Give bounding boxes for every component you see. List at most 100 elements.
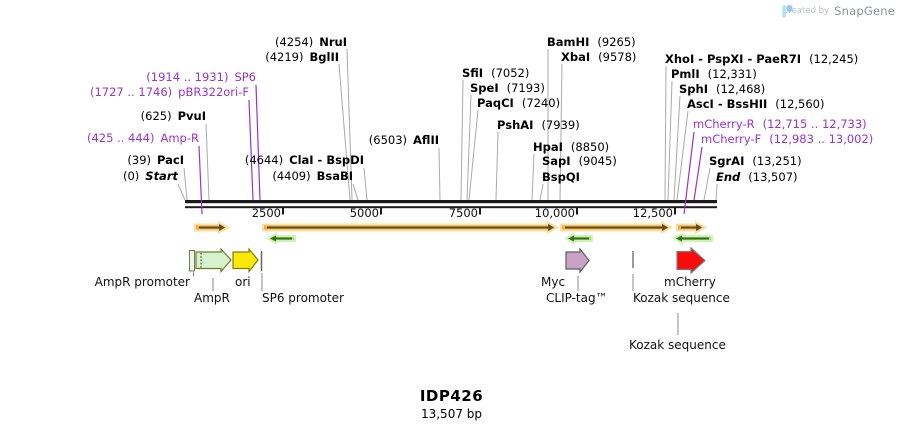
site-pos: (1727 .. 1746) — [90, 85, 173, 99]
site-name: End — [716, 170, 741, 184]
site-label-clai-bspdi[interactable]: (4644) ClaI - BspDI — [245, 154, 364, 167]
site-pos: (0) — [122, 169, 140, 183]
site-name: PacI — [157, 153, 184, 167]
site-pos: (4409) — [272, 169, 311, 183]
site-label-pmli[interactable]: PmlI(12,331) — [671, 68, 757, 81]
site-label-hpai[interactable]: HpaI(8850) — [533, 141, 609, 154]
site-name: NruI — [319, 35, 347, 49]
site-name: BglII — [309, 50, 340, 64]
orf-arrows-forward[interactable] — [194, 220, 708, 235]
site-label-bsabi[interactable]: (4409)BsaBI — [272, 170, 353, 183]
map-backbone — [185, 200, 717, 209]
orf-arrow-rev-3[interactable] — [671, 232, 713, 245]
site-label-mcherry-f[interactable]: mCherry-F(12,983 .. 13,002) — [701, 133, 873, 146]
site-name: BamHI — [547, 35, 590, 49]
ruler-ticks — [282, 208, 676, 215]
site-label-amp-r[interactable]: (425 .. 444) Amp-R — [87, 132, 199, 145]
site-name: XhoI - PspXI - PaeR7I — [665, 52, 802, 66]
site-name: PaqCI — [477, 96, 514, 110]
site-pos: (425 .. 444) — [86, 131, 155, 145]
site-pos: (12,245) — [809, 52, 859, 66]
site-label-sgrai[interactable]: SgrAI(13,251) — [709, 155, 802, 168]
ruler-tick-10000: 10,000 — [534, 206, 575, 220]
site-label-sfii[interactable]: SfiI (7052) — [462, 67, 529, 80]
site-name: BspQI — [542, 170, 580, 184]
ruler-tick-2500: 2500 — [251, 206, 281, 220]
site-name: Amp-R — [160, 131, 199, 145]
feature-label-myc[interactable]: Myc — [541, 275, 566, 289]
feature-label-kozak[interactable]: Kozak sequence — [633, 291, 730, 305]
site-label-nrui[interactable]: (4254) NruI — [275, 36, 347, 49]
site-label-pshai[interactable]: PshAI (7939) — [497, 119, 580, 132]
site-label-sapi[interactable]: SapI(9045) — [542, 155, 617, 168]
orf-arrow-4[interactable] — [676, 220, 708, 235]
site-leader-lines — [177, 48, 718, 201]
site-name: SP6 — [234, 70, 256, 84]
site-pos: (13,251) — [752, 154, 802, 168]
feature-ampr-promoter-box[interactable] — [189, 250, 195, 272]
site-pos: (4219) — [265, 50, 304, 64]
site-label-asci-bsshii[interactable]: AscI - BssHII(12,560) — [687, 98, 824, 111]
orf-arrow-2[interactable] — [262, 220, 560, 235]
feature-label-sp6-promoter[interactable]: SP6 promoter — [262, 291, 344, 305]
site-label-paci[interactable]: (39)PacI — [127, 154, 184, 167]
site-label-sphi[interactable]: SphI(12,468) — [679, 83, 765, 96]
site-name: ClaI - BspDI — [289, 153, 364, 167]
site-name: HpaI — [533, 140, 563, 154]
site-label-bamhi[interactable]: BamHI (9265) — [547, 36, 636, 49]
site-name: Start — [145, 169, 178, 183]
orf-arrow-3[interactable] — [560, 220, 674, 235]
feature-label-ticks — [193, 272, 679, 335]
feature-ampr-arrow[interactable] — [195, 247, 232, 274]
site-label-mcherry-r[interactable]: mCherry-R(12,715 .. 12,733) — [693, 118, 867, 131]
site-name: PshAI — [497, 118, 534, 132]
feature-label-kozak-2[interactable]: Kozak sequence — [629, 338, 726, 352]
feature-label-ampr-promoter[interactable]: AmpR promoter — [94, 275, 190, 289]
site-name: XbaI — [561, 50, 591, 64]
feature-label-mcherry[interactable]: mCherry — [664, 275, 716, 289]
feature-mcherry-arrow[interactable] — [676, 246, 706, 275]
site-label-paqci[interactable]: PaqCI(7240) — [477, 97, 560, 110]
site-label-bspqi[interactable]: BspQI — [542, 171, 580, 184]
title-block: IDP426 13,507 bp — [0, 387, 903, 421]
site-label-start[interactable]: (0) Start — [123, 170, 178, 183]
feature-myc-clip-arrow[interactable] — [565, 247, 590, 274]
site-pos: (4254) — [274, 35, 314, 49]
site-pos: (7939) — [541, 118, 580, 132]
orf-arrow-rev-1[interactable] — [265, 232, 296, 245]
feature-label-clip-tag[interactable]: CLIP-tag™ — [546, 291, 608, 305]
site-label-xbai[interactable]: XbaI(9578) — [561, 51, 636, 64]
site-pos: (12,560) — [775, 97, 825, 111]
orf-arrow-1[interactable] — [194, 220, 231, 235]
feature-label-ampr[interactable]: AmpR — [194, 291, 230, 305]
site-name: AflII — [413, 133, 439, 147]
site-pos: (12,983 .. 13,002) — [769, 132, 874, 146]
site-label-xhoi-pspxi-paer7i[interactable]: XhoI - PspXI - PaeR7I (12,245) — [665, 53, 858, 66]
site-pos: (9265) — [597, 35, 636, 49]
site-pos: (625) — [140, 109, 172, 123]
site-pos: (4644) — [244, 153, 284, 167]
feature-ori-arrow[interactable] — [232, 247, 259, 274]
site-label-aflii[interactable]: (6503)AflII — [369, 134, 439, 147]
site-pos: (13,507) — [748, 170, 798, 184]
site-label-pvui[interactable]: (625)PvuI — [141, 110, 206, 123]
site-label-pbr322ori-f[interactable]: (1727 .. 1746)pBR322ori-F — [90, 86, 249, 99]
orf-arrows-reverse[interactable] — [265, 232, 713, 245]
orf-arrow-rev-2[interactable] — [563, 232, 593, 245]
site-label-spei[interactable]: SpeI (7193) — [470, 82, 545, 95]
site-pos: (12,468) — [715, 82, 766, 96]
site-label-bglii[interactable]: (4219) BglII — [265, 51, 339, 64]
feature-label-ori[interactable]: ori — [235, 275, 251, 289]
ruler-tick-7500: 7500 — [448, 206, 478, 220]
plasmid-size: 13,507 bp — [420, 407, 483, 421]
primer-leader-lines — [198, 84, 703, 215]
site-pos: (7193) — [506, 81, 545, 95]
site-pos: (1914 .. 1931) — [146, 70, 229, 84]
site-name: SpeI — [470, 81, 499, 95]
site-label-end[interactable]: End (13,507) — [716, 171, 798, 184]
site-pos: (7052) — [491, 66, 530, 80]
site-name: SfiI — [462, 66, 484, 80]
site-pos: (9045) — [578, 154, 617, 168]
site-label-sp6-primer[interactable]: (1914 .. 1931) SP6 — [146, 71, 256, 84]
